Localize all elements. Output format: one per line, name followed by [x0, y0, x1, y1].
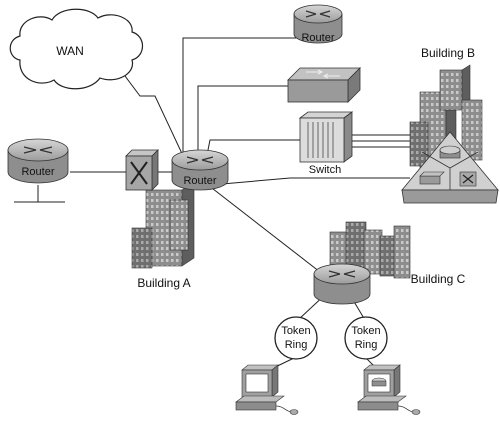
building-b-device-triangle [401, 131, 499, 204]
router-center-label: Router [183, 175, 216, 187]
workstation-icon [235, 364, 299, 415]
link-router-top [182, 37, 296, 158]
router-icon [371, 377, 387, 387]
token-ring-1-line1: Token [281, 325, 310, 337]
token-ring-icon [274, 316, 318, 360]
wan-label: WAN [56, 44, 84, 58]
token-ring-icon [344, 316, 388, 360]
router-icon [439, 145, 461, 159]
building-icon [131, 181, 195, 269]
link-hub [197, 85, 288, 160]
router-icon [171, 149, 229, 191]
router-left-label: Router [21, 166, 54, 178]
workstation-1 [235, 364, 299, 415]
switch-icon [298, 111, 354, 163]
workstation-2 [357, 364, 421, 415]
workstation-icon [357, 364, 421, 415]
building-b-label: Building B [421, 46, 475, 60]
building-c: Building C [313, 221, 466, 305]
switch-label: Switch [309, 164, 341, 176]
atm-switch-icon [125, 149, 159, 191]
hub-icon [419, 171, 445, 185]
link-wan [110, 75, 186, 161]
atm-switch-icon [459, 171, 477, 187]
building-b: Building B [401, 46, 499, 204]
hub-icon [287, 67, 361, 103]
building-icon [329, 221, 411, 279]
token-ring-2-line1: Token [351, 325, 380, 337]
building-a: Building A [125, 149, 195, 290]
router-top: Router [293, 4, 343, 44]
building-a-label: Building A [137, 276, 190, 290]
token-ring-2: Token Ring [344, 316, 388, 360]
switch-device: Switch [298, 111, 354, 176]
router-center: Router [171, 149, 229, 191]
router-icon [7, 138, 69, 184]
router-left: Router [7, 138, 69, 184]
building-c-label: Building C [411, 272, 466, 286]
token-ring-2-line2: Ring [355, 339, 378, 351]
router-top-label: Router [301, 32, 334, 44]
token-ring-1: Token Ring [274, 316, 318, 360]
link-building-c [207, 184, 321, 273]
link-building-b-lower [221, 177, 410, 185]
wan-cloud-icon: WAN [9, 8, 144, 90]
router-icon [293, 4, 343, 44]
router-icon [313, 263, 371, 305]
token-ring-1-line2: Ring [285, 339, 308, 351]
